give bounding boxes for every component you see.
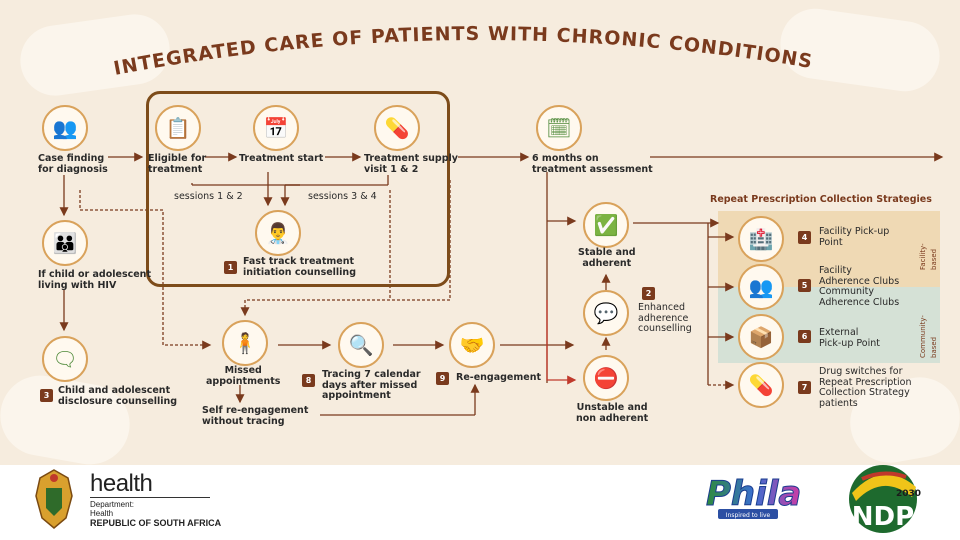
enhanced-adherence-icon: 💬 xyxy=(583,290,629,336)
svg-text:2030: 2030 xyxy=(896,489,921,499)
flow-connectors xyxy=(59,152,944,416)
health-wordmark: health xyxy=(90,470,153,497)
label-missed: Missed appointments xyxy=(206,365,281,387)
stable-icon: ✅ xyxy=(583,202,629,248)
label-sessions-1-2: sessions 1 & 2 xyxy=(174,191,243,202)
label-adherence-clubs: Facility Adherence Clubs Community Adher… xyxy=(819,265,900,308)
six-months-icon: 🗓 xyxy=(536,105,582,151)
disclosure-icon: 🗨 xyxy=(42,336,88,382)
diagram-canvas: INTEGRATED CARE OF PATIENTS WITH CHRONIC… xyxy=(0,0,960,465)
label-enhanced: Enhanced adherence counselling xyxy=(638,302,692,334)
badge-6: 6 xyxy=(798,330,811,343)
tracing-icon: 🔍 xyxy=(338,322,384,368)
badge-2: 2 xyxy=(642,287,655,300)
badge-8: 8 xyxy=(302,374,315,387)
title-arc: INTEGRATED CARE OF PATIENTS WITH CHRONIC… xyxy=(112,23,814,80)
external-pickup-icon: 📦 xyxy=(738,314,784,360)
footer xyxy=(0,465,960,540)
svg-text:Inspired to live: Inspired to live xyxy=(726,512,771,519)
label-case-finding: Case finding for diagnosis xyxy=(38,153,108,175)
child-hiv-icon: 👪 xyxy=(42,220,88,266)
label-community-based: Community-based xyxy=(919,315,938,358)
dept-line-1: Department: xyxy=(90,500,135,509)
strategies-heading: Repeat Prescription Collection Strategie… xyxy=(710,194,932,205)
label-stable: Stable and adherent xyxy=(578,247,636,269)
dept-line-2: Health xyxy=(90,509,114,518)
svg-text:NDP: NDP xyxy=(852,502,914,532)
label-child-hiv: If child or adolescent living with HIV xyxy=(38,269,151,291)
label-external-pickup: External Pick-up Point xyxy=(819,327,880,349)
label-drug-switch: Drug switches for Repeat Prescription Co… xyxy=(819,366,912,409)
label-eligible: Eligible for treatment xyxy=(148,153,207,175)
ndp-2030-logo: 2030 NDP xyxy=(849,465,921,533)
badge-5: 5 xyxy=(798,279,811,292)
badge-1: 1 xyxy=(224,261,237,274)
adherence-clubs-icon: 👥 xyxy=(738,264,784,310)
label-treatment-start: Treatment start xyxy=(239,153,324,164)
label-sessions-3-4: sessions 3 & 4 xyxy=(308,191,377,202)
drug-switch-icon: 💊 xyxy=(738,362,784,408)
treatment-supply-icon: 💊 xyxy=(374,105,420,151)
label-self-reengage: Self re-engagement without tracing xyxy=(202,405,309,427)
health-rule xyxy=(90,497,210,498)
badge-4: 4 xyxy=(798,231,811,244)
label-fast-track: Fast track treatment initiation counsell… xyxy=(243,256,356,278)
fast-track-highlight-box xyxy=(146,91,450,287)
treatment-start-icon: 📅 xyxy=(253,105,299,151)
eligible-icon: 📋 xyxy=(155,105,201,151)
phila-logo: Phila Inspired to live xyxy=(706,474,802,519)
label-tracing: Tracing 7 calendar days after missed app… xyxy=(322,369,421,401)
label-treatment-supply: Treatment supply visit 1 & 2 xyxy=(364,153,458,175)
badge-9: 9 xyxy=(436,372,449,385)
fast-track-icon: 👨‍⚕️ xyxy=(255,210,301,256)
label-unstable: Unstable and non adherent xyxy=(576,402,649,424)
dept-line-3: REPUBLIC OF SOUTH AFRICA xyxy=(90,518,222,528)
label-facility-pickup: Facility Pick-up Point xyxy=(819,226,890,248)
label-six-months: 6 months on treatment assessment xyxy=(532,153,653,175)
badge-7: 7 xyxy=(798,381,811,394)
case-finding-icon: 👥 xyxy=(42,105,88,151)
svg-text:Phila: Phila xyxy=(706,474,801,514)
facility-pickup-icon: 🏥 xyxy=(738,216,784,262)
label-disclosure: Child and adolescent disclosure counsell… xyxy=(58,385,178,407)
label-facility-based: Facility-based xyxy=(919,243,938,270)
reengagement-icon: 🤝 xyxy=(449,322,495,368)
unstable-icon: ⛔ xyxy=(583,355,629,401)
coat-of-arms-logo xyxy=(35,469,73,529)
badge-3: 3 xyxy=(40,389,53,402)
missed-appointments-icon: 🧍 xyxy=(222,320,268,366)
label-reengagement: Re-engagement xyxy=(456,372,542,383)
